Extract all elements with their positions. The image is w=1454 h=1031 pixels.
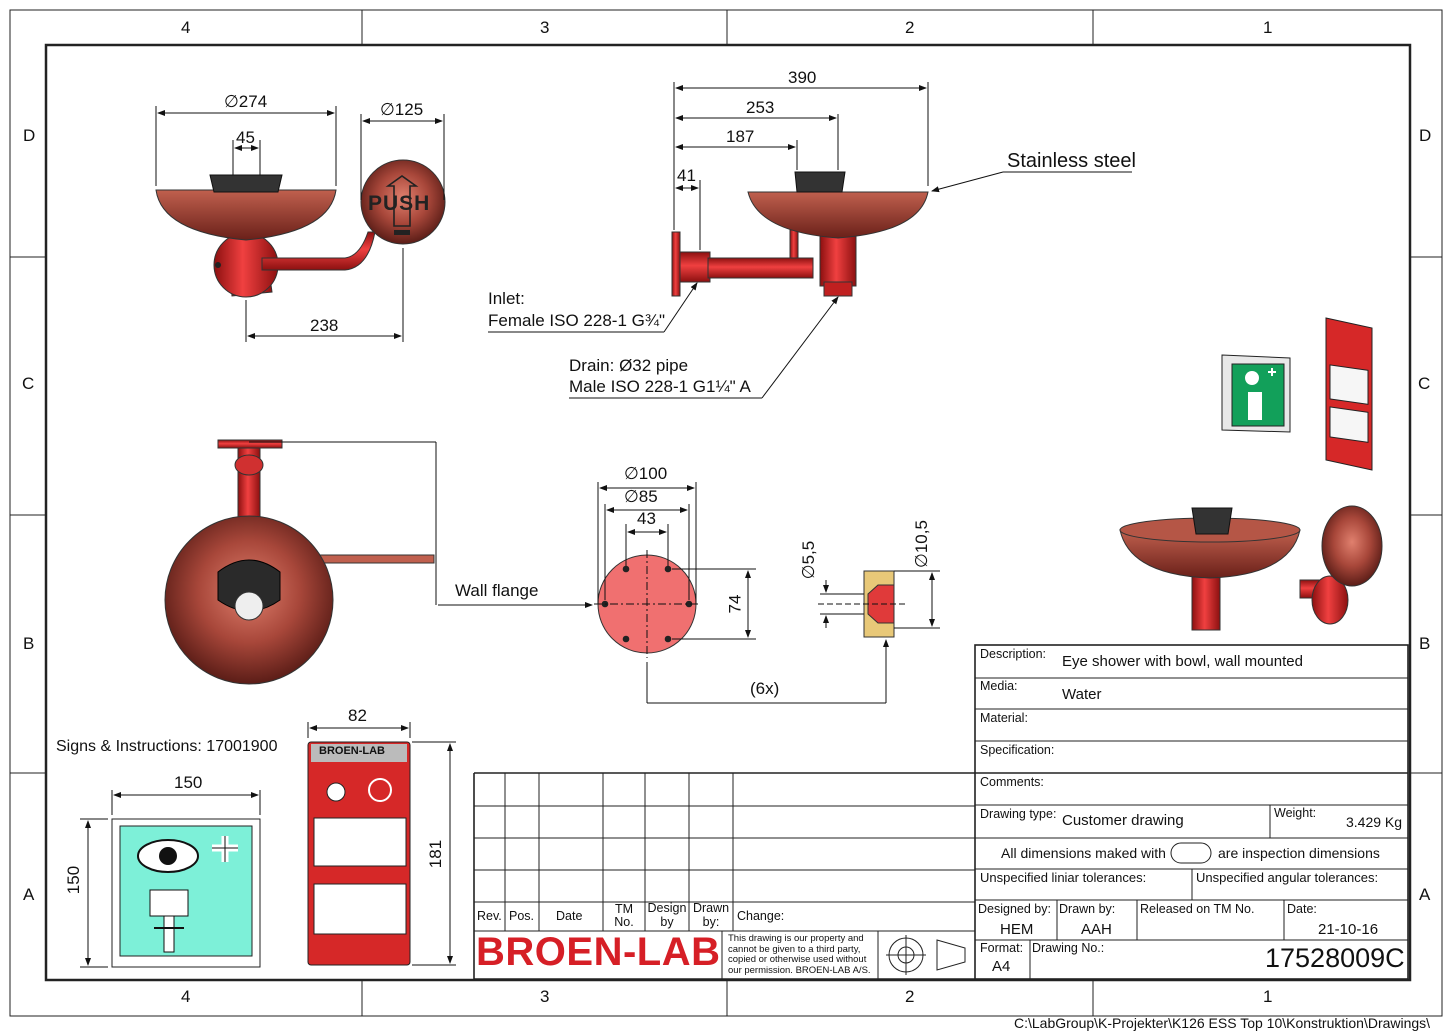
wall-flange-dims [438,482,889,704]
wall-flange-view [594,550,700,658]
tb-drawing-type-caption: Drawing type: [980,807,1057,821]
dim-inlet-offset: 41 [677,166,696,185]
zone-row-a-left: A [23,885,35,904]
zone-col-3-bottom: 3 [540,987,550,1006]
zone-col-2-bottom: 2 [905,987,915,1006]
tb-specification-caption: Specification: [980,743,1055,757]
tb-released-caption: Released on TM No. [1140,902,1255,916]
eye-shower-3d [1119,505,1383,631]
side-view-dims [488,82,1132,399]
inlet-label: Inlet: [488,289,525,308]
broen-lab-logo: BROEN-LAB [476,930,721,974]
tb-angular-tolerances: Unspecified angular tolerances: [1196,870,1379,885]
rev-header-pos: Pos. [509,909,535,923]
hole-count: (6x) [750,679,780,698]
dim-nozzle-width: 45 [236,128,255,147]
side-view [671,171,929,297]
wall-flange-label: Wall flange [455,581,539,600]
dim-push-offset: 238 [310,316,339,335]
drain-label: Drain: Ø32 pipe [569,356,689,375]
file-path: C:\LabGroup\K-Projekter\K126 ESS Top 10\… [1014,1015,1431,1031]
zone-row-d-left: D [23,126,36,145]
green-sign-3d [1221,354,1291,433]
inlet-spec: Female ISO 228-1 G¾" [488,311,666,330]
tb-description: Eye shower with bowl, wall mounted [1062,653,1303,670]
zone-col-3-top: 3 [540,18,550,37]
dim-flange-100: ∅100 [624,464,668,483]
tb-media-caption: Media: [980,679,1018,693]
dim-flange-43: 43 [637,509,656,528]
tb-comments-caption: Comments: [980,775,1044,789]
tb-inspection-prefix: All dimensions maked with [1001,845,1166,861]
tb-designed-by-caption: Designed by: [978,902,1051,916]
tb-inspection-suffix: are inspection dimensions [1218,845,1380,861]
tb-material-caption: Material: [980,711,1028,725]
red-sign-3d [1325,317,1373,471]
zone-col-4-top: 4 [181,18,191,37]
rev-header-rev: Rev. [477,909,502,923]
eye-wash-sign [111,818,261,968]
zone-row-b-right: B [1419,634,1431,653]
tb-drawing-number: 17528009C [1265,943,1405,973]
dim-sign-width: 150 [174,773,203,792]
hole-detail-dims [820,570,940,629]
dim-sign-height: 150 [64,865,84,895]
zone-col-2-top: 2 [905,18,915,37]
dim-flange-85: ∅85 [624,487,658,506]
board-brand: BROEN-LAB [319,745,385,757]
zone-col-4-bottom: 4 [181,987,191,1006]
zone-row-b-left: B [23,634,35,653]
dim-push-diameter: ∅125 [380,100,424,119]
sheet-frame [9,9,1443,1017]
dim-flange-74: 74 [725,594,745,614]
top-view [164,439,437,685]
rev-header-tm-no: TM No. [614,902,634,929]
ownership-notice: This drawing is our property and cannot … [728,933,871,976]
title-block-lines [473,644,1409,980]
tb-date: 21-10-16 [1318,921,1379,938]
instruction-board [307,741,411,966]
dim-board-height: 181 [426,839,446,869]
hole-detail [818,570,905,638]
dim-bowl-axis: 253 [746,98,775,117]
front-view-dims [155,106,445,342]
zone-col-1-bottom: 1 [1263,987,1273,1006]
dim-hole-small: ∅5,5 [799,540,819,580]
rev-header-drawn-by: Drawn by: [692,901,730,929]
material-callout: Stainless steel [1007,150,1136,172]
tb-linear-tolerances: Unspecified liniar tolerances: [980,870,1147,885]
dim-hole-large: ∅10,5 [911,520,931,568]
tb-drawn-by: AAH [1081,921,1112,938]
tb-weight: 3.429 Kg [1346,814,1403,830]
zone-row-c-left: C [22,374,35,393]
rev-header-date: Date [556,909,583,923]
rev-header-design-by: Design by [647,901,687,929]
tb-designed-by: HEM [1000,921,1034,938]
zone-row-d-right: D [1419,126,1432,145]
rev-header-change: Change: [737,909,785,923]
signs-title: Signs & Instructions: 17001900 [56,738,278,755]
zone-row-a-right: A [1419,885,1431,904]
dim-bowl-diameter: ∅274 [224,92,268,111]
push-plate-text: PUSH [368,192,431,215]
tb-format-caption: Format: [980,941,1024,955]
tb-media: Water [1062,686,1102,703]
dim-nozzle-axis: 187 [726,127,755,146]
tb-weight-caption: Weight: [1274,806,1317,820]
dim-board-width: 82 [348,706,367,725]
zone-row-c-right: C [1418,374,1431,393]
tb-description-caption: Description: [980,647,1046,661]
drain-spec: Male ISO 228-1 G1¼" A [569,377,751,396]
front-view [155,159,446,298]
tb-date-caption: Date: [1287,902,1317,916]
dim-overall-depth: 390 [788,68,817,87]
tb-drawn-by-caption: Drawn by: [1059,902,1116,916]
zone-col-1-top: 1 [1263,18,1273,37]
tb-format: A4 [992,958,1011,975]
tb-drawing-no-caption: Drawing No.: [1032,941,1105,955]
tb-drawing-type: Customer drawing [1062,812,1184,829]
sign-dims [80,722,456,968]
